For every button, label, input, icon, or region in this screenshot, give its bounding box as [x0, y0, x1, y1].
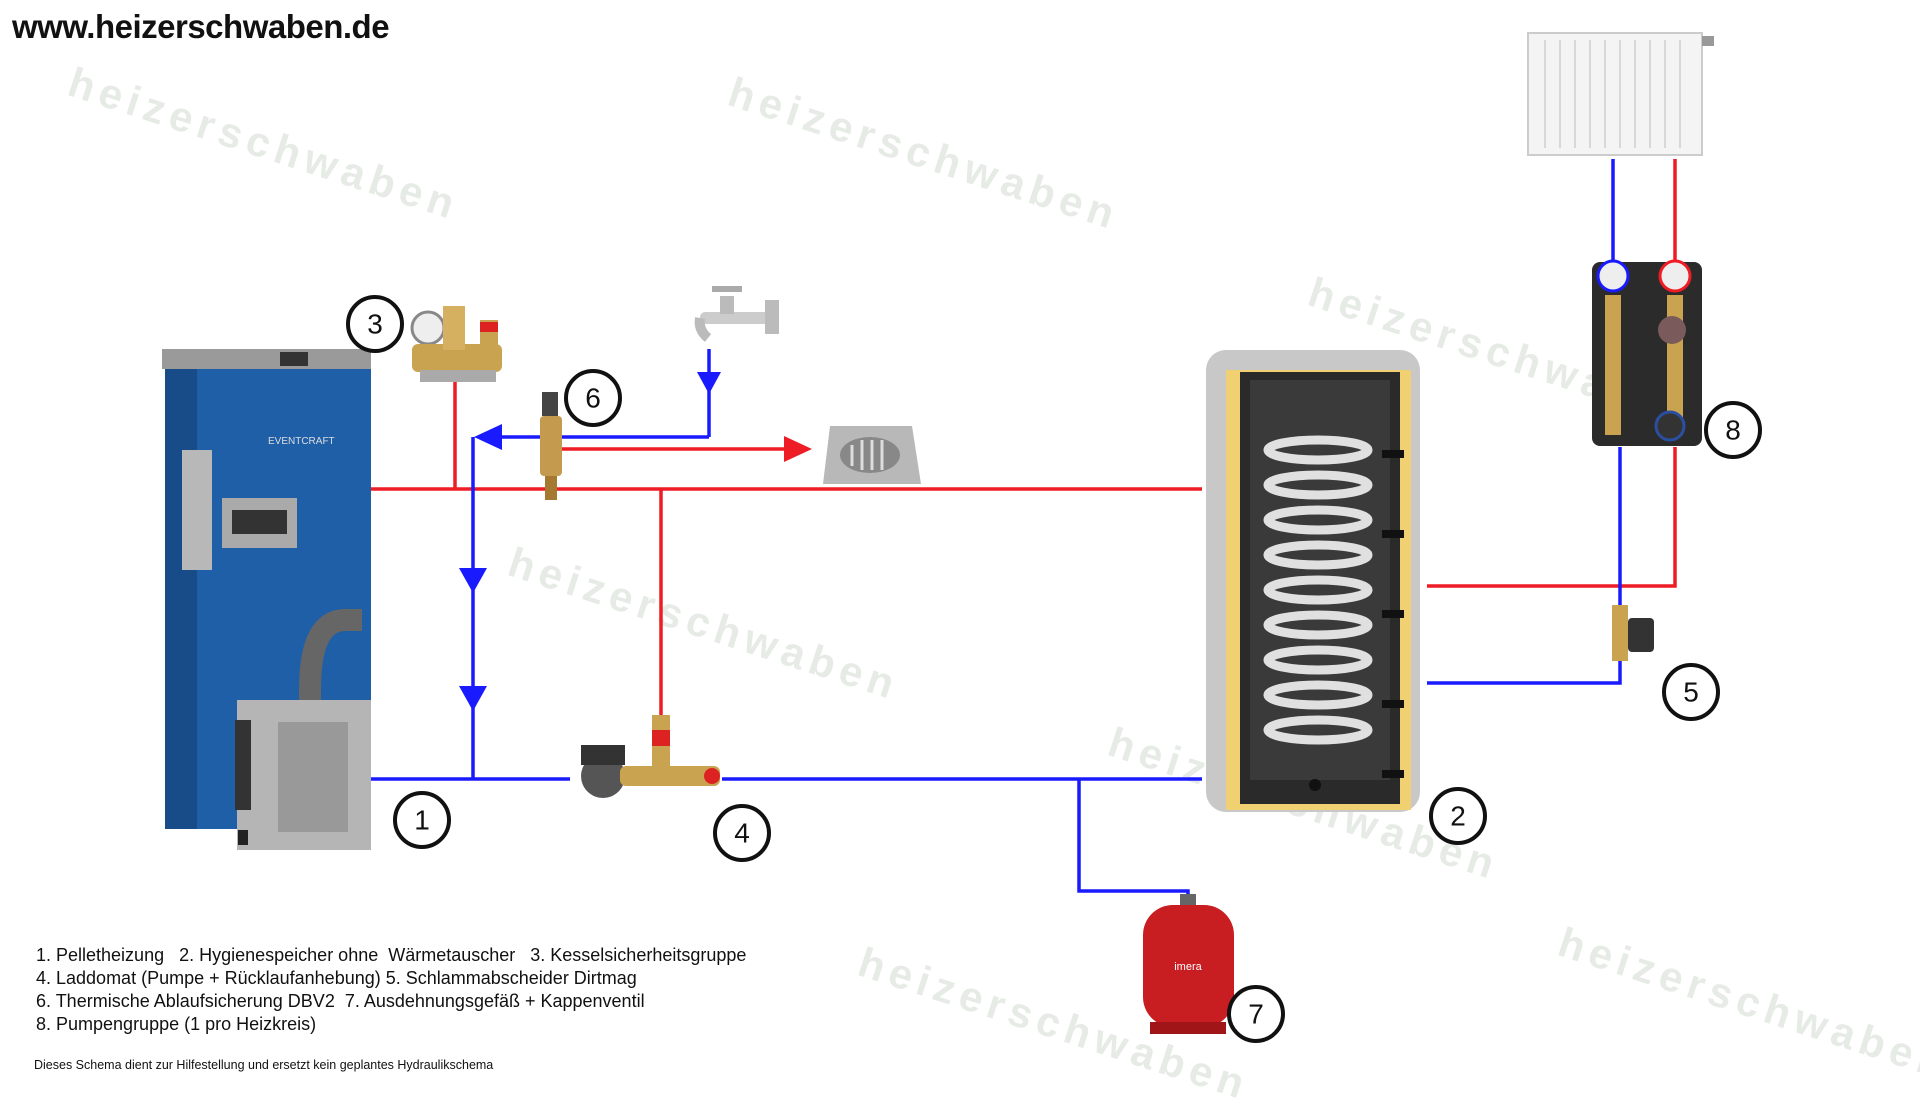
- legend-line: 8. Pumpengruppe (1 pro Heizkreis): [36, 1014, 317, 1034]
- svg-text:1: 1: [414, 805, 430, 836]
- site-url: www.heizerschwaben.de: [12, 8, 390, 45]
- return-pipes: [371, 159, 1622, 900]
- expansion-vessel: imera: [1143, 894, 1234, 1034]
- marker-2: 2: [1429, 787, 1487, 845]
- pellet-boiler: EVENTCRAFT: [162, 349, 371, 850]
- svg-text:2: 2: [1450, 801, 1466, 832]
- boiler-brand: EVENTCRAFT: [268, 436, 335, 447]
- svg-text:5: 5: [1683, 677, 1699, 708]
- arrow-right-icon: [784, 436, 812, 462]
- hygiene-storage-tank: [1206, 350, 1420, 812]
- legend-line: 6. Thermische Ablaufsicherung DBV2 7. Au…: [36, 991, 645, 1011]
- arrow-down-icon: [459, 568, 487, 593]
- svg-text:6: 6: [585, 383, 601, 414]
- legend-line: 4. Laddomat (Pumpe + Rücklaufanhebung) 5…: [36, 968, 637, 988]
- legend-line: 1. Pelletheizung 2. Hygienespeicher ohne…: [36, 945, 747, 965]
- pump-group: [1592, 259, 1702, 446]
- disclaimer: Dieses Schema dient zur Hilfestellung un…: [34, 1058, 494, 1072]
- vessel-brand: imera: [1174, 961, 1202, 973]
- water-tap: [694, 286, 779, 342]
- thermal-discharge-valve: [540, 392, 562, 500]
- marker-1: 1: [393, 791, 451, 849]
- marker-8: 8: [1704, 401, 1762, 459]
- marker-5: 5: [1662, 663, 1720, 721]
- laddomat-pump: [581, 715, 720, 798]
- marker-4: 4: [713, 804, 771, 862]
- arrow-down-icon: [697, 372, 721, 394]
- svg-text:4: 4: [734, 818, 750, 849]
- svg-text:7: 7: [1248, 999, 1264, 1030]
- svg-text:8: 8: [1725, 415, 1741, 446]
- arrow-down-icon: [459, 686, 487, 711]
- marker-7: 7: [1227, 985, 1285, 1043]
- arrow-left-icon: [474, 424, 502, 450]
- marker-3: 3: [346, 295, 404, 353]
- svg-text:3: 3: [367, 309, 383, 340]
- legend: 1. Pelletheizung 2. Hygienespeicher ohne…: [36, 944, 746, 1036]
- floor-drain: [823, 426, 921, 484]
- heat-coil: [1263, 435, 1373, 745]
- radiator: [1527, 32, 1714, 156]
- marker-6: 6: [564, 369, 622, 427]
- dirt-separator: [1612, 605, 1654, 661]
- supply-pipes: [371, 159, 1677, 716]
- boiler-safety-group: [410, 306, 502, 382]
